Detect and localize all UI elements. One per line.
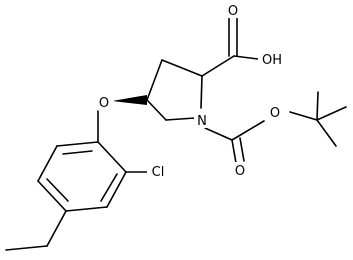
bond-oester-cq (289, 111, 318, 121)
bond-c2-c3 (161, 59, 203, 77)
bond-ar6-ar1-inner (62, 150, 93, 155)
bond-n-cboc (204, 127, 233, 141)
bond-cboc-o-double-b (239, 137, 245, 162)
bond-cq-me1 (316, 91, 319, 121)
bond-c3-c4 (146, 59, 163, 101)
bond-n-c2 (200, 75, 203, 109)
atom-cl: Cl (152, 165, 165, 180)
atom-o-carbonyl-boc: O (235, 164, 245, 179)
bond-ar4-ar5 (37, 180, 67, 212)
atom-o-carbonyl-acid: O (228, 4, 238, 19)
atom-oh: OH (262, 53, 282, 68)
bond-ar3-ar4 (65, 206, 108, 212)
bond-ar5-ar6 (37, 145, 58, 182)
bond-ar2-ar3 (106, 171, 127, 208)
bond-c5-n (165, 117, 196, 121)
bond-c4-c5 (146, 99, 167, 121)
bond-ar1-ar2 (97, 141, 127, 173)
bond-ar4-ar5-inner (46, 178, 69, 202)
bond-cboc-o-double-a (231, 139, 237, 164)
bond-ar4-ch2 (46, 210, 67, 247)
atom-o-ester: O (270, 106, 280, 121)
atom-o-ether: O (99, 96, 109, 111)
bond-c2-ccooh (201, 55, 235, 77)
wedge-c4-o (112, 95, 147, 105)
bond-ch2-ch3 (5, 245, 48, 251)
bond-ccooh-oh (233, 55, 259, 60)
bond-ar6-ar1 (56, 141, 99, 147)
bond-cq-me3 (316, 119, 337, 147)
atom-n: N (197, 114, 207, 129)
bond-ar2-ar3-inner (100, 173, 118, 202)
bond-cboc-oester (231, 120, 265, 141)
bond-cq-me2 (316, 106, 347, 121)
